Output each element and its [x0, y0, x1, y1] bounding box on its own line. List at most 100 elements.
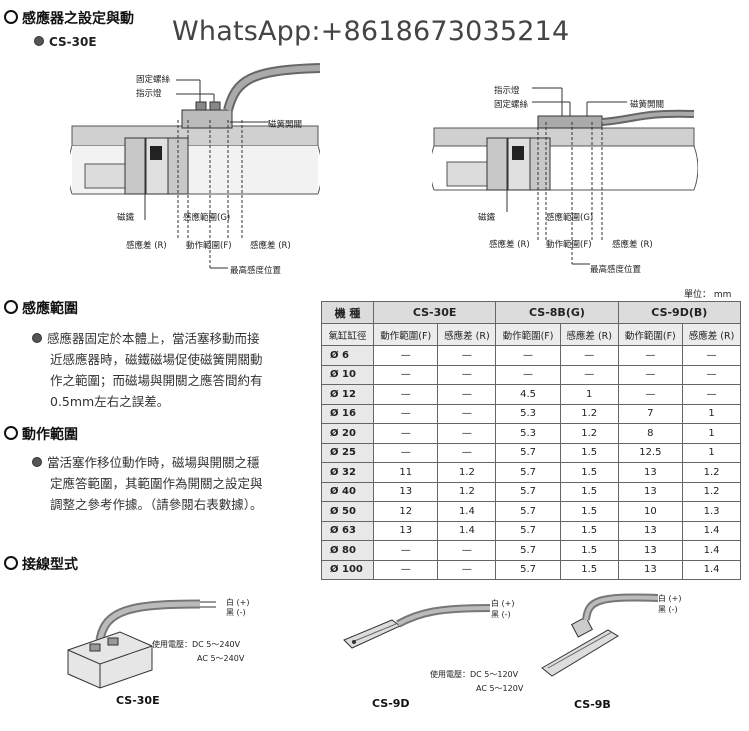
bore-cell: Ø 63	[320, 520, 375, 541]
value-cell: 13	[617, 540, 684, 561]
value-cell: 1.2	[559, 423, 619, 444]
value-cell: —	[373, 423, 439, 444]
label-diff-left-right: 感應差 (R)	[489, 240, 530, 250]
header-cs30e: CS-30E	[373, 301, 497, 324]
label-reed-switch-right: 磁簧開關	[630, 100, 665, 110]
value-cell: —	[373, 559, 439, 580]
value-cell: 1.5	[559, 559, 619, 580]
value-cell: —	[373, 540, 439, 561]
value-cell: —	[437, 559, 497, 580]
bore-cell: Ø 80	[320, 540, 375, 561]
value-cell: —	[437, 384, 497, 405]
bore-cell: Ø 12	[320, 384, 375, 405]
subheader: 感應差 (R)	[437, 323, 497, 346]
value-cell: 12	[373, 501, 439, 522]
label-magnet-right: 磁鐵	[478, 213, 496, 223]
value-cell: 1.4	[682, 540, 741, 561]
bore-cell: Ø 6	[320, 345, 375, 366]
value-cell: —	[437, 442, 497, 463]
watermark: WhatsApp:+8618673035214	[172, 16, 570, 47]
value-cell: 5.3	[495, 423, 561, 444]
value-cell: 11	[373, 462, 439, 483]
circle-bullet-icon	[4, 10, 18, 24]
value-cell: 13	[617, 559, 684, 580]
sensor-body	[181, 109, 233, 129]
value-cell: 13	[617, 520, 684, 541]
value-cell: —	[682, 364, 741, 385]
value-cell: —	[373, 403, 439, 424]
caption-cs9d: CS-9D	[372, 697, 410, 710]
operation-paragraph: 當活塞作移位動作時，磁場與開關之穩 定應答範圍，其範圍作為開關之設定與 調整之參…	[32, 452, 322, 515]
value-cell: 5.7	[495, 501, 561, 522]
cs30e-sensor-illustration	[67, 599, 216, 689]
value-cell: 1.4	[437, 520, 497, 541]
value-cell: 1.4	[682, 559, 741, 580]
value-cell: 1.5	[559, 501, 619, 522]
value-cell: 1	[682, 403, 741, 424]
magnet	[150, 146, 162, 160]
value-cell: 5.7	[495, 462, 561, 483]
value-cell: 1	[682, 442, 741, 463]
value-cell: 10	[617, 501, 684, 522]
label-magnet: 磁鐵	[117, 213, 135, 223]
value-cell: 4.5	[495, 384, 561, 405]
value-cell: 1	[559, 384, 619, 405]
wire-white-label: 白 (+)	[658, 594, 682, 603]
value-cell: 1.5	[559, 442, 619, 463]
circle-bullet-icon	[4, 556, 18, 570]
bore-cell: Ø 100	[320, 559, 375, 580]
subheader: 感應差 (R)	[559, 323, 619, 346]
value-cell: 1.2	[682, 462, 741, 483]
header-cs8b: CS-8B(G)	[495, 301, 619, 324]
value-cell: —	[437, 540, 497, 561]
label-best-position: 最高感度位置	[230, 266, 282, 276]
subheader: 動作範圍(F)	[373, 323, 439, 346]
value-cell: 7	[617, 403, 684, 424]
value-cell: 13	[373, 481, 439, 502]
label-op-range-right: 動作範圍(F)	[546, 240, 592, 250]
value-cell: 13	[617, 462, 684, 483]
sensing-paragraph: 感應器固定於本體上，當活塞移動而接 近感應器時，磁鐵磁場促使磁簧開關動 作之範圍…	[32, 328, 322, 412]
value-cell: —	[373, 345, 439, 366]
voltage-ac-label: AC 5～120V	[476, 684, 524, 693]
value-cell: —	[373, 442, 439, 463]
label-sensing-range: 感應範圍(G)	[183, 213, 231, 223]
section-title-wiring: 接線型式	[4, 554, 78, 574]
value-cell: 1.5	[559, 540, 619, 561]
model-subtitle: CS-30E	[34, 35, 97, 49]
bore-cell: Ø 32	[320, 462, 375, 483]
spec-table: 機 種 CS-30E CS-8B(G) CS-9D(B) 氣缸缸徑 動作範圍(F…	[320, 301, 742, 580]
value-cell: 1	[682, 423, 741, 444]
value-cell: 1.4	[437, 501, 497, 522]
value-cell: —	[559, 345, 619, 366]
value-cell: 13	[617, 481, 684, 502]
value-cell: 12.5	[617, 442, 684, 463]
label-op-range: 動作範圍(F)	[186, 241, 232, 251]
value-cell: 5.7	[495, 442, 561, 463]
section-title-operation: 動作範圍	[4, 424, 78, 444]
value-cell: —	[495, 364, 561, 385]
value-cell: —	[437, 423, 497, 444]
bore-cell: Ø 40	[320, 481, 375, 502]
subheader: 動作範圍(F)	[495, 323, 561, 346]
value-cell: 5.7	[495, 481, 561, 502]
caption-cs30e: CS-30E	[116, 694, 160, 707]
value-cell: —	[437, 364, 497, 385]
label-diff-right-right: 感應差 (R)	[612, 240, 653, 250]
section-title-settings: 感應器之設定與動	[4, 8, 134, 28]
value-cell: —	[682, 345, 741, 366]
bore-cell: Ø 16	[320, 403, 375, 424]
cs30e-mounting-diagram	[70, 63, 320, 269]
value-cell: 5.7	[495, 520, 561, 541]
value-cell: 1.2	[437, 481, 497, 502]
bore-cell: Ø 20	[320, 423, 375, 444]
value-cell: —	[617, 345, 684, 366]
dot-bullet-icon	[34, 36, 44, 46]
value-cell: 1.2	[682, 481, 741, 502]
label-indicator-right: 指示燈	[494, 86, 520, 96]
